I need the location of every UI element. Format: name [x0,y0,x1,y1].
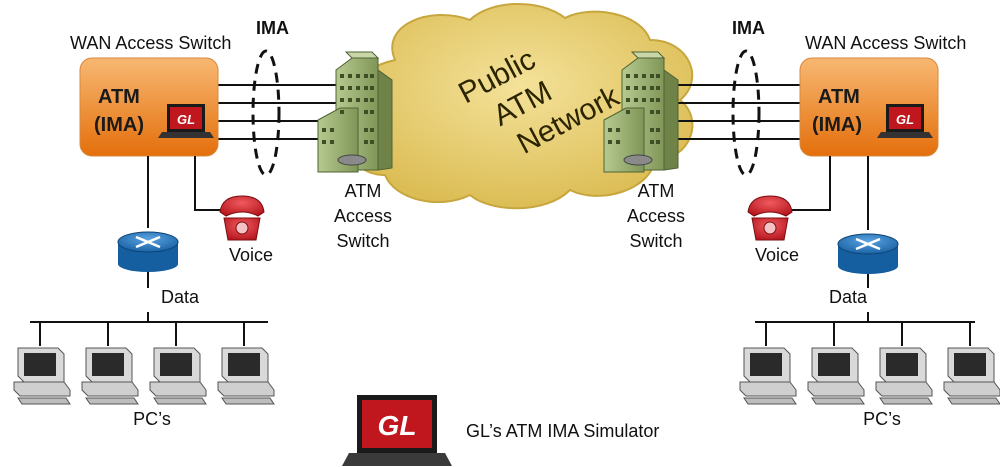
ima-ellipse-icon [251,49,281,177]
pc-icon [943,347,1000,405]
pc-icon [81,347,139,405]
left-pc-group [13,347,275,405]
left-voice-label: Voice [229,245,273,265]
gl-simulator-legend: GL GL’s ATM IMA Simulator [342,395,659,466]
pc-icon [739,347,797,405]
router-icon [117,231,179,272]
laptop-icon: GL [877,104,933,138]
right-voice-label: Voice [755,245,799,265]
right-gl-badge: GL [896,112,914,127]
pc-icon [13,347,71,405]
legend-label: GL’s ATM IMA Simulator [466,421,659,441]
left-access-switch-line3: Switch [336,231,389,251]
right-wan-access-switch: ATM (IMA) GL [799,57,939,157]
pc-icon [149,347,207,405]
building-icon [317,51,393,173]
phone-icon [747,195,793,241]
laptop-icon: GL [158,104,214,138]
legend-gl-badge: GL [378,410,417,441]
left-access-switch-line2: Access [334,206,392,226]
right-switch-title: WAN Access Switch [805,33,966,53]
right-ima-label: IMA [732,18,765,38]
left-box-line2: (IMA) [94,114,144,136]
right-data-label: Data [829,287,868,307]
right-box-line1: ATM [818,86,860,108]
left-pcs-label: PC’s [133,409,171,429]
pc-icon [217,347,275,405]
right-access-switch-line3: Switch [629,231,682,251]
building-icon [603,51,679,173]
right-access-switch-line2: Access [627,206,685,226]
left-switch-title: WAN Access Switch [70,33,231,53]
laptop-icon: GL [342,395,452,466]
right-pc-group [739,347,1000,405]
ima-ellipse-icon [731,49,761,177]
left-wan-access-switch: ATM (IMA) GL [79,57,219,157]
left-gl-badge: GL [177,112,195,127]
left-ima-label: IMA [256,18,289,38]
left-local-links [30,156,268,346]
right-box-line2: (IMA) [812,114,862,136]
right-access-switch-line1: ATM [638,181,675,201]
right-pcs-label: PC’s [863,409,901,429]
phone-icon [219,195,265,241]
right-local-links [755,156,975,346]
left-access-switch-line1: ATM [345,181,382,201]
pc-icon [875,347,933,405]
left-data-label: Data [161,287,200,307]
pc-icon [807,347,865,405]
left-box-line1: ATM [98,86,140,108]
router-icon [837,233,899,274]
right-ima-links [672,84,800,140]
